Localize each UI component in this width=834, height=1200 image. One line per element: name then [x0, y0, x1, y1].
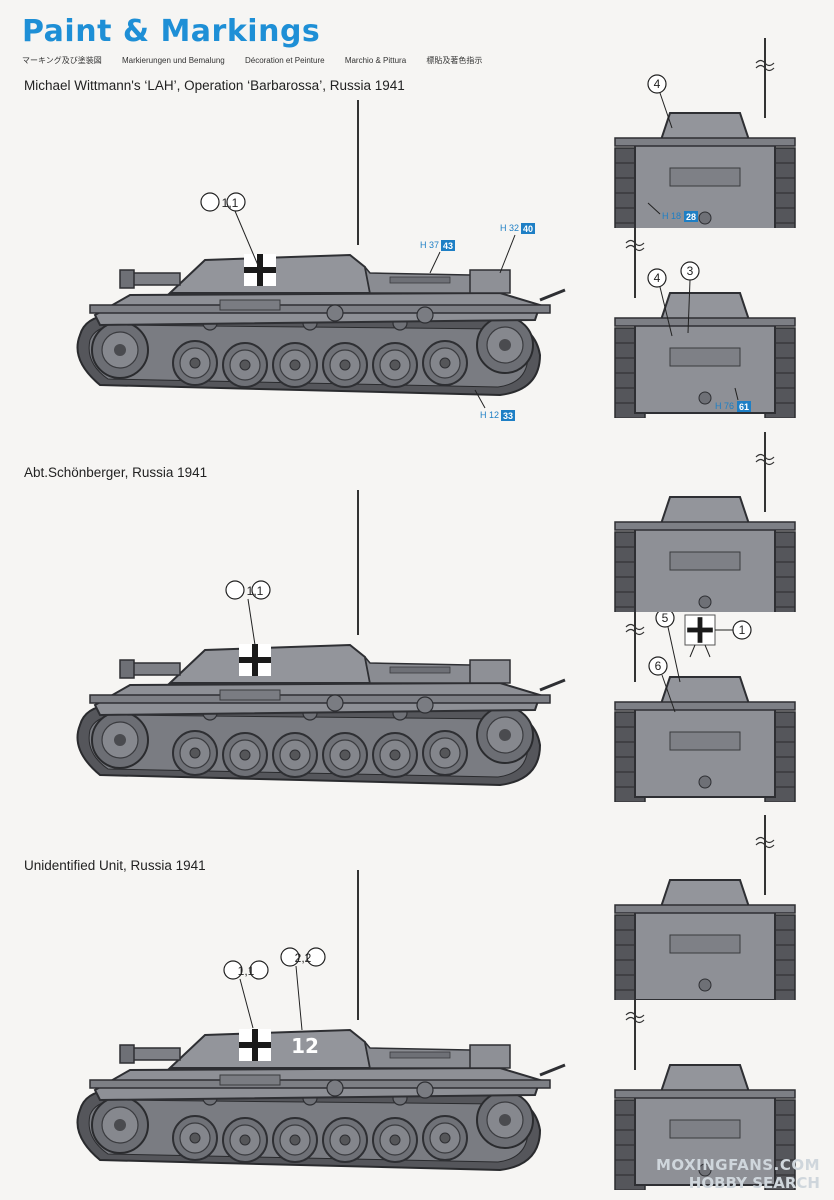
- scheme-1-front-view: 4 H 18 28: [614, 38, 796, 228]
- svg-text:H 32: H 32: [500, 223, 519, 233]
- svg-text:H 12: H 12: [480, 410, 499, 420]
- callout-1-1: 1,1: [225, 580, 271, 646]
- watermark-line2: HOBBY SEARCH: [688, 1174, 820, 1192]
- subtitle-de: Markierungen und Bemalung: [122, 56, 225, 65]
- scheme-2-rear-view: 5 1 6: [614, 612, 796, 802]
- svg-text:1,1: 1,1: [247, 584, 264, 598]
- svg-text:2,2: 2,2: [295, 951, 312, 965]
- page-title: Paint & Markings: [22, 14, 321, 49]
- svg-text:33: 33: [503, 411, 513, 421]
- balkenkreuz-marking: [239, 644, 271, 676]
- paint-code-h18: H 18 28: [647, 202, 698, 222]
- scheme-1-title: Michael Wittmann's ‘LAH’, Operation ‘Bar…: [24, 78, 405, 93]
- hull-number: 12: [291, 1034, 319, 1058]
- subtitle-zh: 標貼及著色指示: [426, 56, 483, 65]
- callout-4-rear: 4: [647, 268, 673, 337]
- callout-2-2: 2,2: [280, 947, 326, 1031]
- svg-text:6: 6: [655, 659, 662, 673]
- callout-3: 3: [680, 261, 700, 334]
- scheme-2-front-view: [614, 432, 796, 612]
- scheme-3-side-view: 12 1,1 2,2: [70, 870, 590, 1180]
- scheme-2-title: Abt.Schönberger, Russia 1941: [24, 465, 208, 480]
- scheme-1-side-view: 1,1 H 37 43 H 32 40 H 12 33: [70, 100, 590, 421]
- paint-code-h12: H 12 33: [474, 389, 515, 421]
- callout-1-1: 1,1: [200, 192, 261, 271]
- subtitle-it: Marchio & Pittura: [344, 56, 407, 65]
- scheme-2-side-view: 1,1: [70, 490, 590, 805]
- svg-text:3: 3: [687, 264, 694, 278]
- paint-code-h76: H 76 61: [715, 387, 751, 412]
- subtitle-ja: マーキング及び塗装図: [22, 56, 102, 65]
- svg-text:H 37: H 37: [420, 240, 439, 250]
- callout-1-1: 1,1: [223, 960, 269, 1029]
- callout-6: 6: [648, 656, 676, 713]
- title-translations: マーキング及び塗装図 Markierungen und Bemalung Déc…: [22, 55, 500, 66]
- scheme-3-title: Unidentified Unit, Russia 1941: [24, 858, 206, 873]
- svg-text:40: 40: [523, 224, 533, 234]
- svg-text:61: 61: [739, 402, 749, 412]
- svg-text:1: 1: [739, 623, 746, 637]
- decal-balkenkreuz-preview: [684, 614, 716, 658]
- callout-5: 5: [655, 612, 681, 683]
- scheme-1-rear-view: 4 3 H 76 61: [614, 228, 796, 418]
- scheme-3-front-view: [614, 815, 796, 1000]
- watermark-line1: MOXINGFANS.COM: [655, 1156, 820, 1174]
- paint-code-h32: H 32 40: [499, 223, 535, 274]
- callout-1: 1: [715, 620, 752, 640]
- svg-text:5: 5: [662, 612, 669, 625]
- svg-text:H 18: H 18: [662, 211, 681, 221]
- scheme-3-rear-view: [614, 1000, 796, 1190]
- watermark: MOXINGFANS.COM HOBBY SEARCH: [656, 1156, 820, 1192]
- paint-code-h37: H 37 43: [420, 240, 455, 274]
- svg-text:28: 28: [686, 212, 696, 222]
- svg-text:1,1: 1,1: [238, 964, 255, 978]
- balkenkreuz-marking: [239, 1029, 271, 1061]
- callout-4: 4: [647, 74, 673, 129]
- svg-text:H 76: H 76: [715, 401, 734, 411]
- svg-text:1,1: 1,1: [222, 196, 239, 210]
- svg-text:4: 4: [654, 77, 661, 91]
- svg-text:4: 4: [654, 271, 661, 285]
- subtitle-fr: Décoration et Peinture: [244, 56, 325, 65]
- svg-text:43: 43: [443, 241, 453, 251]
